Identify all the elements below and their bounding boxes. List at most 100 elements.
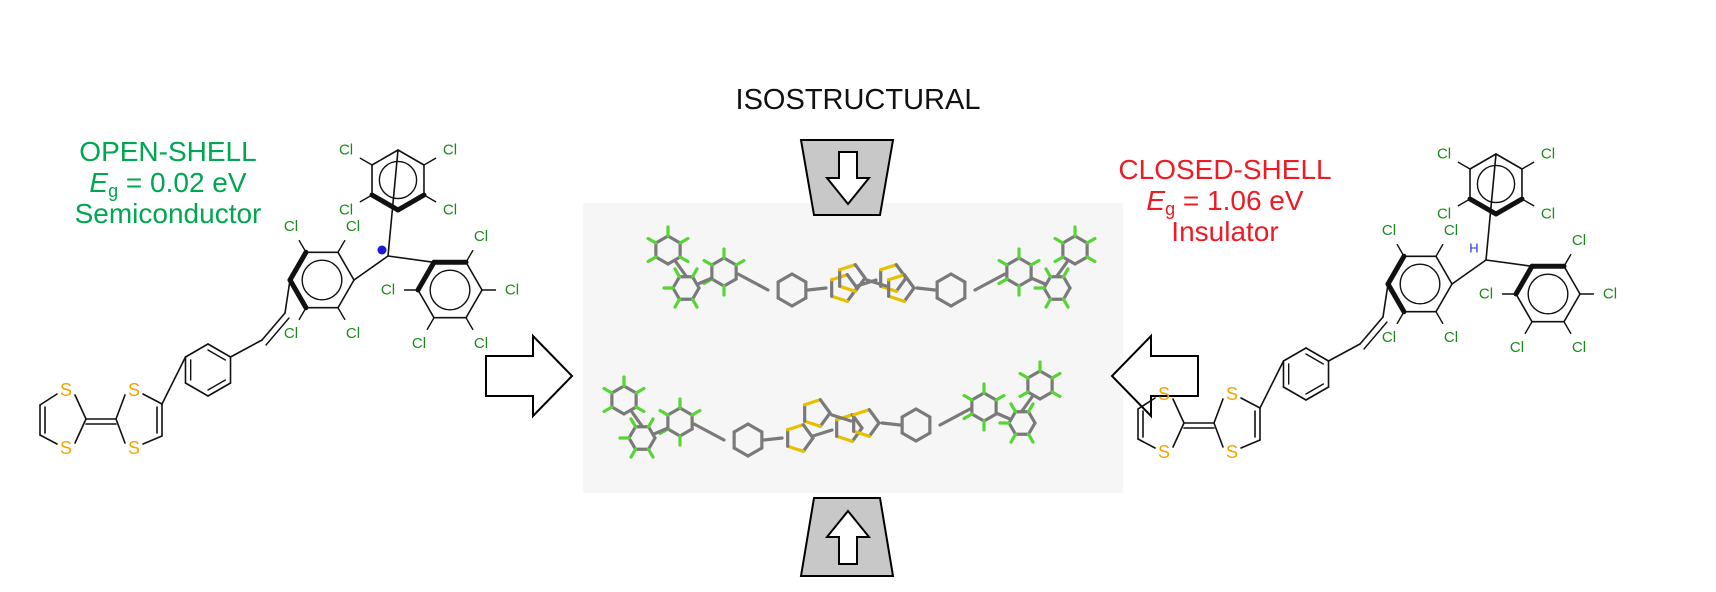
crystal-bond <box>914 407 932 419</box>
crystal-bond <box>722 277 738 288</box>
crystal-bond <box>1042 286 1053 301</box>
open-shell-energy-gap: Eg = 0.02 eV <box>89 167 247 201</box>
crystal-cl <box>1085 236 1097 245</box>
crystal-bond <box>746 422 764 434</box>
sulfur-atom-label: S <box>1158 442 1170 462</box>
crystal-cl <box>994 393 1006 402</box>
crystal-bond <box>666 406 682 417</box>
c-cl-bond <box>423 194 437 203</box>
crystal-ttf-bond <box>853 263 867 280</box>
bond <box>1305 353 1325 365</box>
sulfur-atom-label: S <box>1226 442 1238 462</box>
ring-bond <box>1515 293 1533 323</box>
crystal-cl <box>1061 297 1070 309</box>
crystal-ttf-bond <box>845 273 859 290</box>
crystal-ttf-bond <box>786 423 805 432</box>
crystal-cl <box>1009 402 1018 414</box>
crystal-bond <box>1026 410 1037 425</box>
crystal-bond <box>671 286 682 301</box>
crystal-ttf-bond <box>867 421 881 438</box>
crystal-bond <box>776 272 794 284</box>
ring-bond <box>1467 196 1499 217</box>
bond <box>261 312 286 341</box>
crystal-cl <box>634 405 646 414</box>
top-compression-arrow <box>799 139 895 216</box>
bond <box>1305 383 1325 395</box>
bond <box>1363 321 1388 350</box>
left-block-arrow <box>485 333 574 419</box>
aromatic-circle <box>1476 164 1516 204</box>
chlorine-atom-label: Cl <box>505 282 519 299</box>
ring-bond <box>337 251 355 281</box>
ring-bond <box>184 382 209 397</box>
crystal-bond <box>915 286 937 292</box>
crystal-bond <box>949 272 967 284</box>
closed-shell-title: CLOSED-SHELL <box>1118 154 1332 185</box>
chlorine-atom-label: Cl <box>412 335 426 352</box>
crystal-bond <box>970 391 986 402</box>
sulfur-atom-label: S <box>1226 384 1238 404</box>
crystal-ttf-bond <box>838 263 857 272</box>
crystal-bond <box>666 234 682 245</box>
crystal-cl <box>962 412 974 421</box>
crystal-bond <box>646 436 657 451</box>
crystal-structure-panel <box>583 203 1123 493</box>
crystal-cl <box>702 258 714 267</box>
crystal-bond <box>935 296 953 308</box>
chlorine-atom-label: Cl <box>1541 206 1555 223</box>
crystal-bond <box>865 278 888 288</box>
bond <box>207 379 227 391</box>
c-cl-bond <box>1457 198 1471 207</box>
crystal-bond <box>1005 277 1021 288</box>
crystal-cl <box>734 258 746 267</box>
crystal-cl <box>634 386 646 395</box>
crystal-bond <box>1017 277 1033 288</box>
crystal-bond <box>982 391 998 402</box>
c-cl-bond <box>337 239 346 253</box>
bond <box>161 356 187 405</box>
crystal-bond <box>914 431 932 443</box>
crystal-ttf-bond <box>879 263 898 272</box>
ring-bond <box>1435 283 1453 313</box>
crystal-ttf-bond <box>902 273 916 290</box>
ring-bond <box>395 192 427 213</box>
bond <box>1240 439 1261 449</box>
crystal-bond <box>1038 369 1054 380</box>
chlorine-atom-label: Cl <box>339 142 353 159</box>
crystal-cl <box>690 267 699 279</box>
ring-bond <box>369 192 401 213</box>
c-cl-bond <box>359 157 373 166</box>
crystal-cl <box>1018 371 1030 380</box>
ring-bond <box>1385 253 1407 287</box>
chlorine-atom-label: Cl <box>1382 329 1396 346</box>
c-cl-bond <box>1435 311 1444 325</box>
bond <box>207 349 227 361</box>
crystal-bond <box>1061 234 1077 245</box>
crystal-cl <box>1053 236 1065 245</box>
ring-bond <box>1435 255 1453 285</box>
crystal-cl <box>658 408 670 417</box>
chlorine-atom-label: Cl <box>346 325 360 342</box>
crystal-bond <box>646 425 657 440</box>
bond <box>1382 283 1389 318</box>
ring-bond <box>1495 153 1523 170</box>
bond <box>284 279 291 314</box>
bond <box>1172 398 1185 424</box>
crystal-bond <box>1026 390 1042 401</box>
chlorine-atom-label: Cl <box>443 142 457 159</box>
crystal-ttf-bond <box>803 398 822 407</box>
crystal-bond <box>736 272 770 292</box>
crystal-bond <box>692 422 726 442</box>
bond <box>1485 153 1497 261</box>
crystal-ttf-bond <box>853 276 867 293</box>
chlorine-atom-label: Cl <box>1572 232 1586 249</box>
isostructural-title: ISOSTRUCTURAL <box>735 84 981 116</box>
bond <box>1240 397 1261 409</box>
radical-dot <box>377 245 387 255</box>
c-cl-bond <box>1457 161 1471 170</box>
crystal-bond <box>610 384 626 395</box>
crystal-bond <box>1073 234 1089 245</box>
open-shell-title: OPEN-SHELL <box>79 136 257 167</box>
ring-bond <box>287 277 309 311</box>
crystal-cl <box>997 258 1009 267</box>
